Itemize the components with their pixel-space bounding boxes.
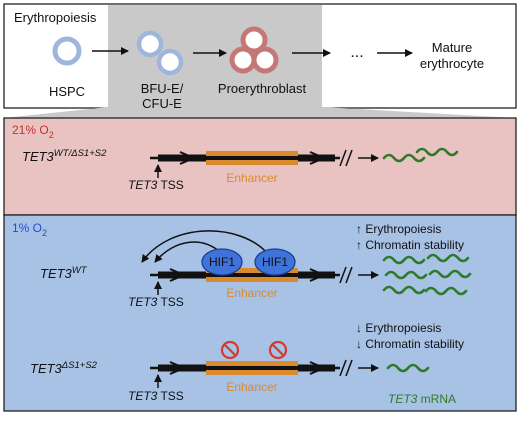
wt-chevron-2 — [309, 268, 327, 282]
zoom-highlight — [108, 5, 322, 107]
erythropoiesis-title: Erythropoiesis — [14, 10, 97, 25]
cfu-label: CFU-E — [142, 96, 182, 111]
bfu-label: BFU-E/ — [141, 81, 184, 96]
wt-effect-chromatin: ↑ Chromatin stability — [356, 238, 464, 252]
normoxia-break-icon — [339, 149, 353, 167]
del-tss-label: TET3 TSS — [128, 389, 184, 403]
proerythroblast-label: Proerythroblast — [218, 81, 307, 96]
hypoxia-panel — [3, 214, 517, 412]
del-genotype: TET3ΔS1+S2 — [30, 360, 98, 376]
proerythroblast-cells-icon — [229, 26, 279, 74]
zoom-wedge — [4, 107, 516, 118]
normoxia-tss-label: TET3 TSS — [128, 178, 184, 192]
svg-text:HIF1: HIF1 — [262, 255, 288, 269]
normoxia-chevron-2 — [309, 151, 327, 165]
del-chevron-2 — [309, 361, 327, 375]
bfu-cfu-cells-icon — [136, 30, 184, 76]
mature-label-1: Mature — [432, 40, 472, 55]
wt-loop-arrow-outer — [141, 230, 269, 263]
hif1-protein-2: HIF1 — [254, 248, 296, 276]
ellipsis: ... — [350, 44, 363, 61]
del-enhancer-label: Enhancer — [226, 380, 277, 394]
wt-genotype: TET3WT — [40, 265, 88, 281]
hspc-label: HSPC — [49, 84, 85, 99]
normoxia-genotype: TET3WT/ΔS1+S2 — [22, 148, 107, 164]
wt-effect-erythropoiesis: ↑ Erythropoiesis — [356, 222, 441, 236]
normoxia-panel — [3, 117, 517, 216]
wt-enhancer-label: Enhancer — [226, 286, 277, 300]
wt-chevron-1 — [169, 268, 187, 282]
wt-tss-label: TET3 TSS — [128, 295, 184, 309]
hypoxia-o2-label: 1% O2 — [12, 221, 47, 238]
blocked-site-icon-2 — [268, 340, 288, 360]
hif1-protein-1: HIF1 — [201, 248, 243, 276]
del-effect-chromatin: ↓ Chromatin stability — [356, 337, 464, 351]
del-break-icon — [339, 359, 353, 377]
mature-label-2: erythrocyte — [420, 56, 484, 71]
del-chevron-1 — [169, 361, 187, 375]
mrna-legend-label: TET3 mRNA — [388, 392, 456, 406]
normoxia-o2-label: 21% O2 — [12, 123, 54, 140]
wt-break-icon — [339, 266, 353, 284]
hspc-cell-icon — [52, 36, 82, 66]
blocked-site-icon-1 — [220, 340, 240, 360]
normoxia-enhancer-label: Enhancer — [226, 171, 277, 185]
del-effect-erythropoiesis: ↓ Erythropoiesis — [356, 321, 441, 335]
normoxia-chevron-1 — [179, 151, 197, 165]
svg-text:HIF1: HIF1 — [209, 255, 235, 269]
